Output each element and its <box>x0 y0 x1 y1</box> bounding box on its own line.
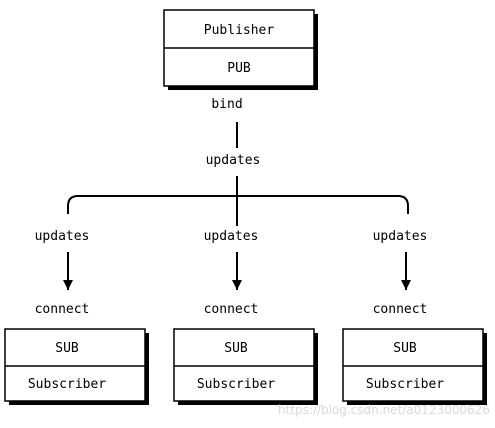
subscriber-3-socket-label: SUB <box>393 341 417 356</box>
branch-2-connect-label: connect <box>204 302 259 317</box>
subscriber-box-1: SUB Subscriber <box>4 328 149 405</box>
trunk-updates-label: updates <box>206 153 261 168</box>
subscriber-2-title: Subscriber <box>197 377 275 392</box>
subscriber-2-socket-label: SUB <box>224 341 248 356</box>
publisher-box: Publisher PUB <box>163 9 318 90</box>
subscriber-3-title: Subscriber <box>366 377 444 392</box>
watermark: https://blog.csdn.net/a0123000626 <box>278 403 490 417</box>
subscriber-1-title: Subscriber <box>28 377 106 392</box>
subscriber-box-3: SUB Subscriber <box>342 328 487 405</box>
branch-3-updates-label: updates <box>373 229 428 244</box>
bind-label: bind <box>211 97 242 112</box>
publisher-socket-label: PUB <box>227 61 251 76</box>
distribution-bar <box>67 195 409 214</box>
publisher-title: Publisher <box>204 23 275 38</box>
subscriber-box-2: SUB Subscriber <box>173 328 318 405</box>
branch-2-updates-label: updates <box>204 229 259 244</box>
branch-1-connect-label: connect <box>35 302 90 317</box>
branch-3-connect-label: connect <box>373 302 428 317</box>
branch-1-updates-label: updates <box>35 229 90 244</box>
subscriber-1-socket-label: SUB <box>55 341 79 356</box>
